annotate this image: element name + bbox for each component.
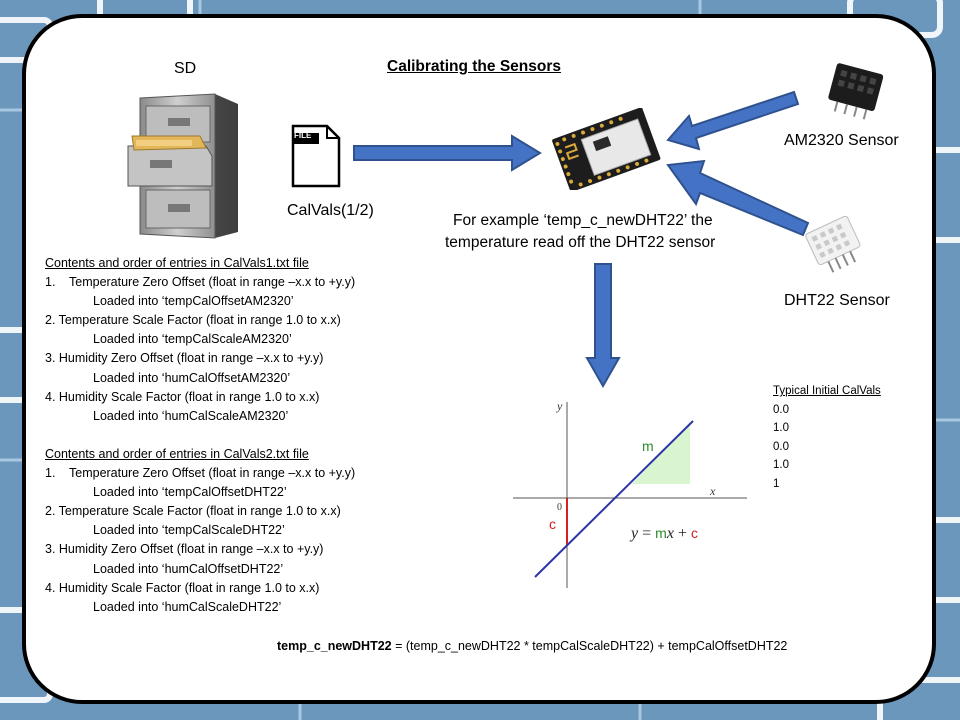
typical-value: 1 [773, 477, 780, 490]
calvals1-list: Contents and order of entries in CalVals… [45, 254, 355, 426]
dht22-label: DHT22 Sensor [784, 292, 890, 309]
am2320-sensor-icon [828, 63, 884, 120]
calvals2-line: 2. Temperature Scale Factor (float in ra… [45, 504, 341, 519]
calvals1-heading: Contents and order of entries in CalVals… [45, 256, 309, 270]
arrow-dht22-to-board [666, 159, 810, 237]
eq-equals: = [638, 525, 655, 542]
calvals2-list: Contents and order of entries in CalVals… [45, 445, 355, 617]
list-text: Temperature Zero Offset (float in range … [69, 466, 356, 481]
calibration-formula: temp_c_newDHT22 = (temp_c_newDHT22 * tem… [277, 639, 787, 653]
arrow-file-to-board [353, 134, 542, 172]
y-axis-label: y [556, 399, 563, 413]
typical-calvals: Typical Initial CalVals 0.0 1.0 0.0 1.0 … [773, 382, 881, 494]
example-line-2: temperature read off the DHT22 sensor [445, 234, 716, 251]
calvals2-line: Loaded into ‘humCalScaleDHT22’ [93, 599, 282, 614]
formula-bold: temp_c_newDHT22 [277, 639, 392, 653]
am2320-label: AM2320 Sensor [784, 132, 899, 149]
list-number: 1. [45, 275, 56, 290]
arrow-am2320-to-board [666, 90, 800, 151]
calvals1-line: Loaded into ‘humCalOffsetAM2320’ [93, 370, 291, 385]
eq-c: c [691, 525, 698, 541]
calvals2-line: 3. Humidity Zero Offset (float in range … [45, 542, 324, 557]
typical-value: 1.0 [773, 459, 789, 472]
linear-equation-graph: y x 0 m c y = mx + c [513, 399, 747, 588]
calvals2-line: 4. Humidity Scale Factor (float in range… [45, 580, 320, 595]
calvals2-line: Loaded into ‘tempCalOffsetDHT22’ [93, 485, 287, 500]
calvals1-line: Loaded into ‘tempCalScaleAM2320’ [93, 332, 292, 347]
file-icon-text: FILE [294, 131, 312, 140]
eq-plus: + [674, 525, 691, 542]
esp8266-board-icon [552, 108, 661, 190]
calvals1-line: 2. Temperature Scale Factor (float in ra… [45, 313, 341, 328]
list-text: Temperature Zero Offset (float in range … [69, 275, 356, 290]
typical-value: 1.0 [773, 422, 789, 435]
filing-cabinet-icon [127, 93, 238, 239]
calvals2-line: Loaded into ‘tempCalScaleDHT22’ [93, 523, 285, 538]
calvals1-line: 1. Temperature Zero Offset (float in rang… [45, 273, 355, 292]
arrow-down-to-graph [585, 263, 621, 389]
eq-m: m [655, 525, 667, 541]
calvals2-heading: Contents and order of entries in CalVals… [45, 447, 309, 461]
intercept-label: c [549, 516, 556, 532]
formula-rest: = (temp_c_newDHT22 * tempCalScaleDHT22) … [391, 639, 788, 653]
calvals2-line: 1. Temperature Zero Offset (float in rang… [45, 464, 355, 483]
calvals1-line: Loaded into ‘tempCalOffsetAM2320’ [93, 294, 294, 309]
dht22-sensor-icon [805, 215, 861, 273]
calvals1-line: 3. Humidity Zero Offset (float in range … [45, 351, 324, 366]
sd-label: SD [174, 60, 197, 77]
calvals2-line: Loaded into ‘humCalOffsetDHT22’ [93, 561, 284, 576]
eq-y: y [629, 525, 639, 542]
typical-value: 0.0 [773, 440, 789, 453]
origin-label: 0 [557, 502, 562, 513]
calvals1-line: 4. Humidity Scale Factor (float in range… [45, 389, 320, 404]
typical-value: 0.0 [773, 403, 789, 416]
example-line-1: For example ‘temp_c_newDHT22’ the [453, 212, 713, 229]
equation: y = mx + c [629, 525, 698, 542]
list-number: 1. [45, 466, 56, 481]
file-label: CalVals(1/2) [287, 202, 374, 219]
calvals1-line: Loaded into ‘humCalScaleAM2320’ [93, 408, 289, 423]
file-icon [291, 124, 341, 188]
typical-calvals-heading: Typical Initial CalVals [773, 385, 881, 397]
page-title: Calibrating the Sensors [387, 58, 561, 75]
x-axis-label: x [709, 484, 716, 498]
eq-x: x [666, 525, 674, 542]
regression-line [534, 420, 694, 578]
slope-label: m [642, 438, 654, 454]
